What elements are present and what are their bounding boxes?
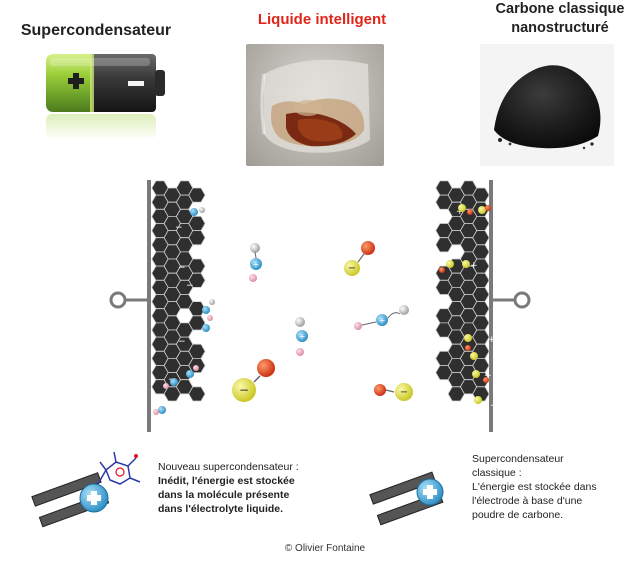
left-electrode: −−−−− bbox=[109, 180, 215, 432]
cation: + bbox=[354, 305, 409, 330]
battery-image bbox=[46, 54, 165, 140]
smart-liquid-photo bbox=[246, 44, 384, 166]
svg-text:−: − bbox=[348, 263, 356, 274]
carbon-hexagon bbox=[472, 301, 490, 317]
photo-credit: © Olivier Fontaine bbox=[284, 543, 366, 554]
battery-terminal bbox=[155, 70, 165, 96]
carbon-hexagon bbox=[188, 272, 206, 288]
vial-illustration bbox=[260, 59, 370, 153]
classic-carbon-title-line1: Carbone classique bbox=[495, 1, 625, 17]
charge-mark: − bbox=[175, 223, 183, 233]
charge-mark: + bbox=[484, 371, 492, 381]
caption-left-bold2: dans la molécule présente bbox=[158, 489, 290, 501]
tempo-molecule-icon bbox=[97, 451, 141, 485]
svg-text:+: + bbox=[253, 260, 260, 269]
classic-carbon-title: Carbone classique nanostructuré bbox=[480, 0, 640, 38]
left-surface-cations bbox=[153, 207, 215, 415]
carbon-hexagon bbox=[188, 216, 206, 231]
carbon-hexagon bbox=[188, 187, 206, 203]
right-carbon-layer: + + + + + bbox=[435, 180, 498, 411]
svg-text:−: − bbox=[239, 383, 249, 397]
cation: + bbox=[249, 243, 262, 282]
carbon-hexagon bbox=[472, 287, 490, 303]
carbon-hexagon bbox=[188, 343, 206, 359]
carbon-hexagon bbox=[188, 258, 206, 274]
svg-text:−: − bbox=[400, 387, 408, 398]
carbon-hexagon bbox=[188, 386, 206, 402]
minus-icon bbox=[128, 81, 144, 86]
svg-text:+: + bbox=[299, 332, 306, 341]
anion: − bbox=[374, 383, 413, 401]
charge-mark: − bbox=[178, 337, 186, 347]
right-electrode: + + + + + bbox=[435, 180, 531, 432]
smart-liquid-title: Liquide intelligent bbox=[257, 11, 387, 28]
caption-left-line1: Nouveau supercondensateur : bbox=[158, 461, 299, 473]
carbon-pile-illustration bbox=[494, 65, 601, 150]
caption-right-line5: poudre de carbone. bbox=[472, 509, 564, 521]
anion: − bbox=[344, 241, 375, 276]
caption-right-line4: l'électrode à base d'une bbox=[472, 495, 583, 507]
electrolyte-ions: + + + − − − bbox=[232, 241, 413, 402]
carbon-hexagon bbox=[472, 187, 490, 203]
anion: − bbox=[232, 359, 275, 402]
cation: + bbox=[295, 317, 308, 356]
caption-right-line3: L'énergie est stockée dans bbox=[472, 481, 597, 493]
caption-left-bold3: dans l'électrolyte liquide. bbox=[158, 503, 284, 515]
carbon-hexagon bbox=[472, 244, 490, 260]
classic-supercapacitor-caption: Supercondensateur classique : L'énergie … bbox=[472, 452, 632, 522]
right-surface-anions bbox=[439, 204, 491, 404]
battery-reflection bbox=[46, 114, 156, 140]
left-carbon-layer: −−−−− bbox=[151, 180, 206, 402]
carbon-hexagon bbox=[472, 315, 490, 331]
carbon-hexagon bbox=[472, 272, 490, 288]
charge-mark: − bbox=[186, 281, 194, 291]
carbon-hexagon bbox=[188, 230, 206, 246]
charge-mark: + bbox=[490, 401, 498, 411]
classic-carbon-title-line2: nanostructuré bbox=[511, 20, 609, 36]
supercapacitor-title: Supercondensateur bbox=[20, 22, 172, 39]
carbon-hexagon bbox=[472, 230, 490, 246]
classic-supercapacitor-icon bbox=[369, 471, 444, 526]
svg-text:+: + bbox=[379, 316, 386, 325]
charge-mark: + bbox=[488, 335, 496, 345]
caption-left-bold1: Inédit, l'énergie est stockée bbox=[158, 475, 295, 487]
charge-mark: + bbox=[470, 261, 478, 271]
carbon-hexagon bbox=[188, 315, 206, 331]
new-supercapacitor-caption: Nouveau supercondensateur : Inédit, l'én… bbox=[158, 460, 348, 516]
supercapacitor-diagram: −−−−− +++++ + bbox=[109, 180, 531, 432]
right-terminal-icon bbox=[513, 291, 531, 309]
left-terminal-icon bbox=[109, 291, 127, 309]
carbon-hexagon bbox=[472, 216, 490, 231]
caption-right-line1: Supercondensateur bbox=[472, 453, 564, 465]
caption-right-line2: classique : bbox=[472, 467, 522, 479]
charge-mark: − bbox=[178, 263, 186, 273]
carbon-hexagon bbox=[472, 329, 490, 345]
new-supercapacitor-icon bbox=[31, 451, 141, 528]
plus-icon bbox=[68, 73, 84, 89]
charge-mark: + bbox=[456, 207, 464, 217]
carbon-powder-photo bbox=[480, 44, 614, 166]
